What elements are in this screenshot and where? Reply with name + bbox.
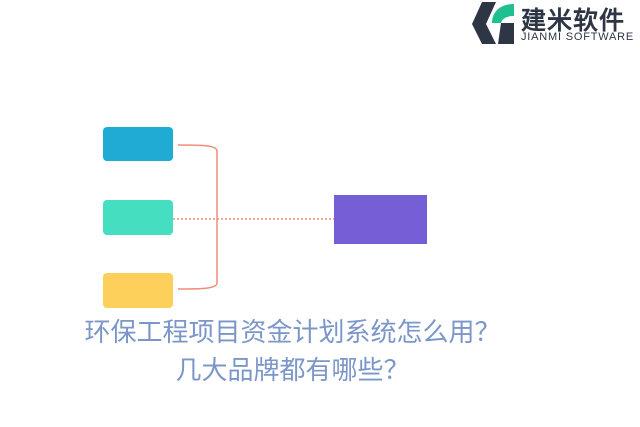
article-title-line-2: 几大品牌都有哪些？ xyxy=(175,356,410,386)
diagram-node-yellow xyxy=(103,273,173,308)
brand-name-cn: 建米软件 xyxy=(521,6,626,35)
brand-logo-mark-icon xyxy=(472,2,514,44)
diagram-node-teal xyxy=(103,200,173,235)
article-title: 环保工程项目资金计划系统怎么用？ 几大品牌都有哪些？ xyxy=(0,314,585,390)
diagram-target-node xyxy=(334,195,427,244)
brand-logo[interactable]: 建米软件 JIANMI SOFTWARE xyxy=(464,0,640,48)
diagram-node-blue xyxy=(103,127,173,161)
article-title-line-1: 环保工程项目资金计划系统怎么用？ xyxy=(84,318,501,348)
brand-name-en: JIANMI SOFTWARE xyxy=(521,31,635,43)
bracket-connector xyxy=(177,144,218,290)
